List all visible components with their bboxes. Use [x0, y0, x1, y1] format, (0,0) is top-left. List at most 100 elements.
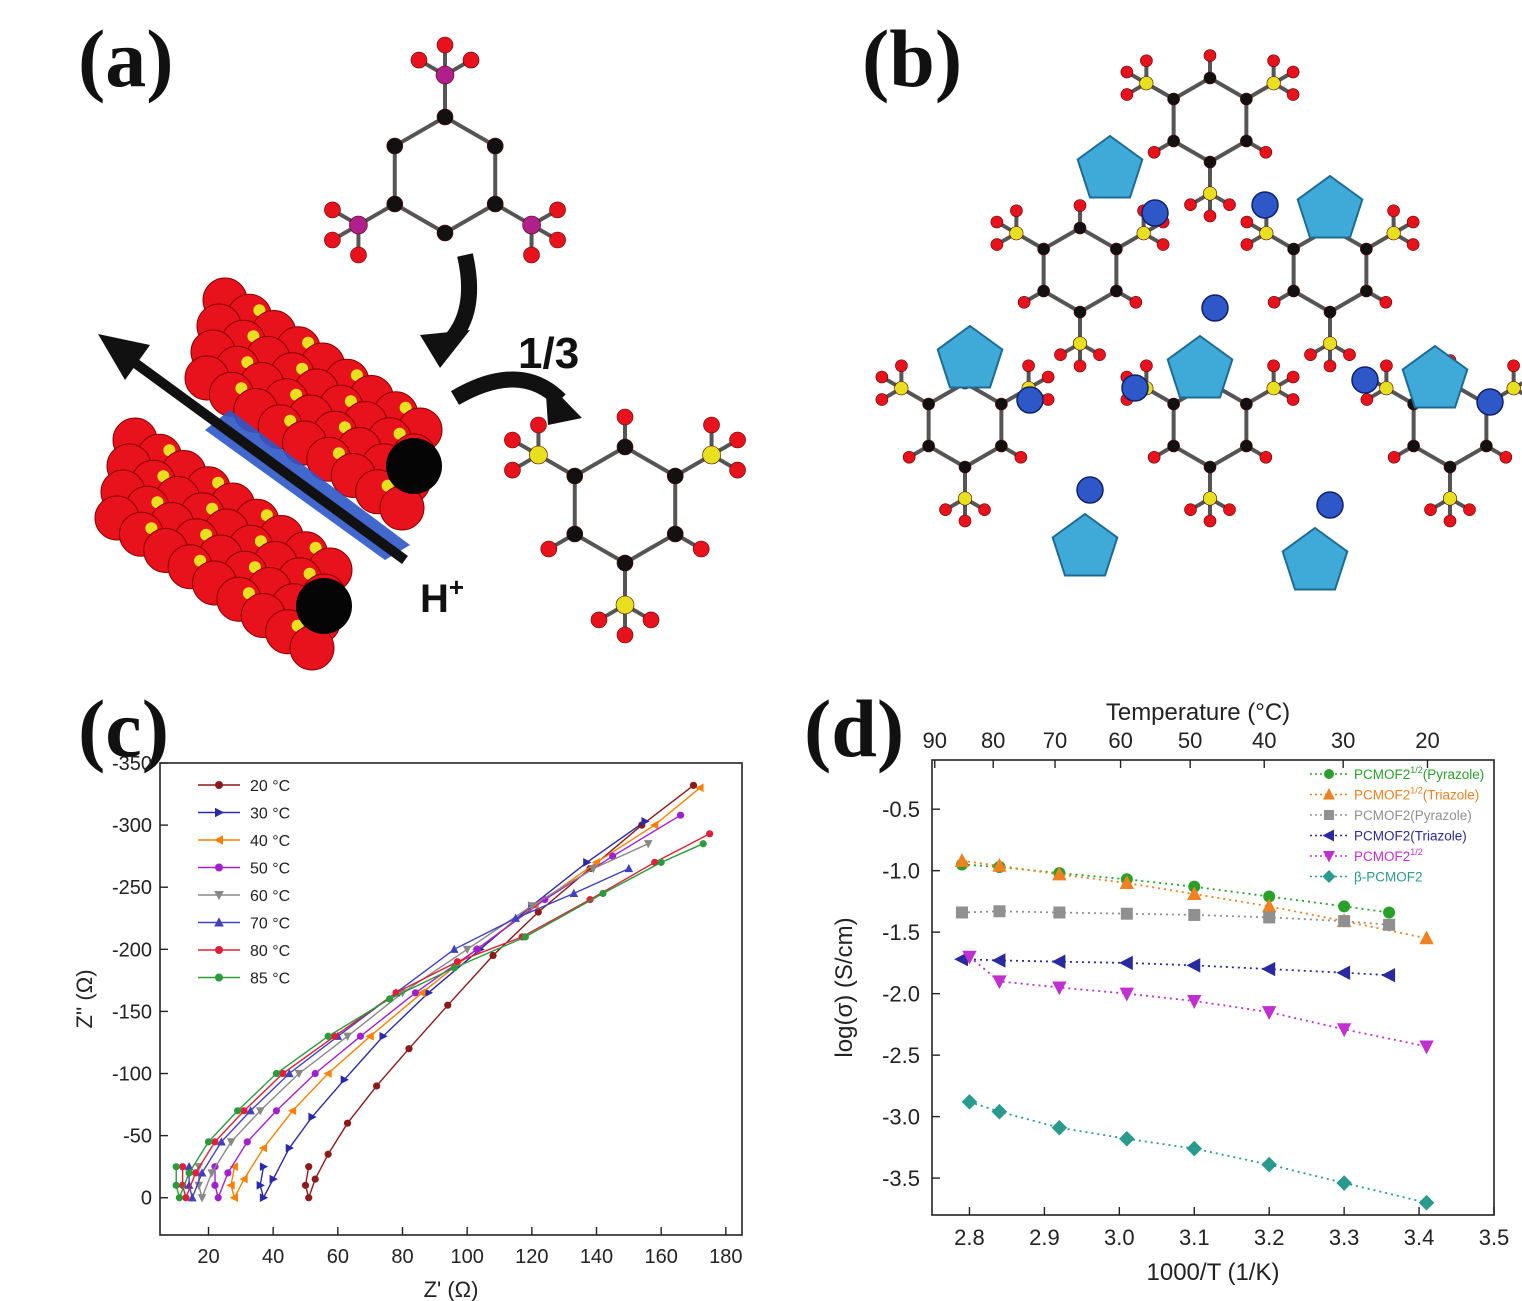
y-axis-label: Z'' (Ω) [72, 969, 97, 1028]
legend-swatch-marker [213, 835, 223, 845]
carbon-atom [1323, 305, 1337, 319]
panel-b-framework [875, 49, 1522, 591]
data-point [489, 951, 497, 960]
x-tick-label: 2.9 [1029, 1225, 1060, 1250]
heteroatom [1506, 381, 1521, 396]
ring-bond [1292, 289, 1332, 314]
data-point [373, 1082, 381, 1090]
oxygen-atom [1184, 198, 1197, 211]
legend-entry-name: PCMOF2 [1354, 767, 1410, 782]
oxygen-atom [530, 416, 547, 434]
heteroatom [1266, 381, 1281, 396]
legend-entry: 85 °C [250, 971, 290, 988]
oxygen-atom [1267, 54, 1280, 68]
carbon-atom [566, 467, 584, 485]
series-line [961, 958, 1390, 977]
carbon-atom [1110, 284, 1123, 298]
data-point [229, 1162, 238, 1172]
legend-entry-suffix: (Triazole) [1423, 788, 1480, 803]
oxygen-atom [1014, 450, 1028, 464]
data-point [1052, 981, 1067, 996]
curved-arrow-right-head [545, 380, 582, 425]
data-point [294, 1069, 304, 1079]
oxygen-atom [1120, 88, 1134, 101]
metal-atom [1016, 386, 1044, 414]
ring-bond [1172, 139, 1211, 164]
heteroatom [1259, 226, 1274, 241]
data-point [343, 1119, 352, 1127]
data-point [255, 1107, 265, 1116]
heteroatom [702, 445, 721, 465]
data-point [699, 840, 707, 848]
data-point [527, 902, 537, 911]
panel-label-c: (c) [78, 683, 170, 774]
carbon-atom [566, 525, 584, 543]
x-tick-label: 40 [262, 1246, 284, 1268]
legend-swatch-marker [1324, 810, 1334, 820]
y-axis-label: log(σ) (S/cm) [831, 917, 858, 1057]
data-point [417, 988, 426, 998]
phosphonate-linker-molecule [324, 36, 566, 264]
metal-organic-framework [875, 49, 1522, 528]
legend-swatch-marker [215, 946, 223, 954]
data-point [1338, 915, 1351, 928]
data-point [224, 1169, 232, 1177]
carbon-atom [1407, 439, 1420, 453]
top-tick-label: 30 [1331, 728, 1355, 753]
data-point [188, 1193, 197, 1202]
legend-entry-sup: 1/2 [1410, 847, 1423, 857]
data-point [1186, 1140, 1203, 1157]
data-point [405, 1045, 413, 1053]
oxygen-atom [1304, 348, 1317, 361]
curved-arrow-down-head [420, 330, 470, 368]
x-tick-label: 100 [450, 1246, 483, 1268]
oxygen-atom [1387, 450, 1401, 464]
data-point [379, 1031, 388, 1041]
legend-entry: 60 °C [250, 888, 290, 905]
ring-bond [1079, 289, 1118, 314]
legend-entry: 80 °C [250, 943, 290, 960]
top-tick-label: 90 [923, 728, 947, 753]
legend-entry-sup: 1/2 [1410, 765, 1423, 775]
carbon-atom [486, 137, 504, 155]
carbon-atom [1240, 92, 1253, 106]
data-point [323, 1069, 332, 1078]
oxygen-atom [1223, 503, 1236, 516]
oxygen-atom [1443, 514, 1457, 528]
oxygen-atom [1022, 359, 1035, 373]
data-point [462, 945, 472, 954]
data-point [962, 950, 977, 965]
oxygen-atom [703, 416, 720, 434]
data-point [424, 988, 434, 998]
ring-bond [393, 115, 447, 148]
channel-end [296, 578, 352, 634]
y-tick-label: -2.0 [882, 982, 920, 1007]
top-tick-label: 40 [1252, 728, 1276, 753]
data-point [305, 1194, 313, 1202]
x-tick-label: 20 [197, 1246, 219, 1268]
heteroatom [529, 445, 548, 465]
legend-entry-name: PCMOF2 [1354, 829, 1410, 844]
y-tick-label: -3.5 [882, 1166, 920, 1191]
data-point [1381, 968, 1396, 983]
x-tick-label: 140 [580, 1246, 613, 1268]
carbon-atom [922, 439, 935, 453]
carbon-atom [1240, 134, 1253, 148]
x-axis-label: Z' (Ω) [424, 1277, 479, 1301]
data-point [411, 989, 420, 997]
data-point [1336, 1023, 1352, 1038]
oxygen-atom [729, 461, 746, 479]
oxygen-atom [1147, 145, 1161, 159]
carbon-atom [486, 195, 504, 213]
carbon-atom [1110, 242, 1123, 256]
data-point [1119, 1130, 1135, 1147]
top-tick-label: 70 [1043, 728, 1067, 753]
oxygen-atom [1041, 370, 1055, 384]
data-point [229, 1193, 238, 1203]
ring-bond [1172, 76, 1211, 101]
plot-frame [159, 762, 743, 1236]
oxygen-atom [1120, 65, 1134, 79]
oxygen-atom [1203, 49, 1217, 62]
data-point [643, 840, 653, 849]
